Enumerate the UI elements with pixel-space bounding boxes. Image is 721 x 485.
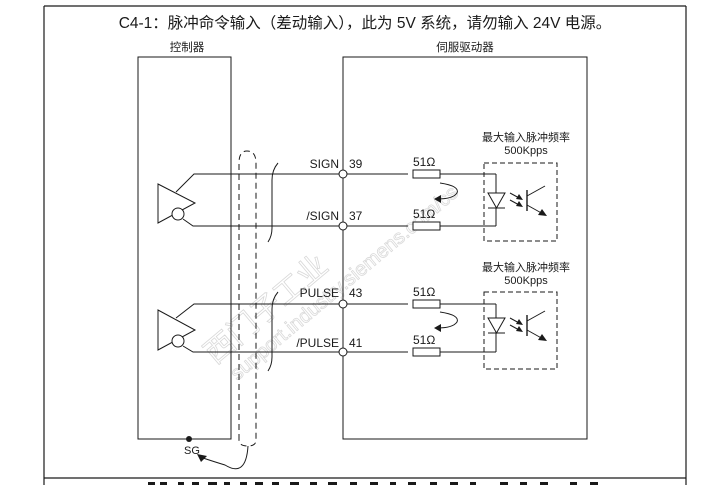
max-freq-label: 最大输入脉冲频率 bbox=[482, 260, 570, 274]
pin-41-terminal bbox=[338, 347, 348, 357]
inverter-bubble-icon bbox=[171, 207, 185, 221]
next-caption-fragment bbox=[148, 482, 598, 485]
controller-box bbox=[137, 56, 232, 440]
resistor-value: 51Ω bbox=[413, 207, 435, 221]
max-freq-value: 500Kpps bbox=[504, 145, 548, 157]
servo-drive-box bbox=[342, 56, 588, 440]
pin-43-terminal bbox=[338, 299, 348, 309]
signal-label: PULSE bbox=[300, 286, 339, 300]
resistor-value: 51Ω bbox=[413, 333, 435, 347]
resistor-value: 51Ω bbox=[413, 155, 435, 169]
pin-number: 37 bbox=[349, 209, 363, 223]
resistor bbox=[412, 169, 441, 179]
channel-sign: SIGN 39 /SIGN 37 51Ω 51Ω 最大输入脉冲频率 500Kpp… bbox=[157, 130, 570, 242]
sg-label: SG bbox=[184, 445, 200, 457]
led-icon bbox=[487, 317, 506, 335]
pin-number: 39 bbox=[349, 157, 363, 171]
resistor bbox=[412, 299, 441, 309]
led-icon bbox=[487, 192, 506, 210]
pin-39-terminal bbox=[338, 169, 348, 179]
resistor bbox=[412, 221, 441, 231]
twisted-pair-markers bbox=[267, 162, 279, 372]
signal-label: SIGN bbox=[310, 157, 339, 171]
ground-arrow-icon bbox=[197, 454, 207, 462]
diagram-title: C4-1：脉冲命令输入（差动输入），此为 5V 系统，请勿输入 24V 电源。 bbox=[119, 14, 612, 32]
pin-number: 41 bbox=[349, 336, 363, 350]
current-loop-arrow-icon bbox=[436, 182, 458, 200]
optocoupler-box bbox=[483, 162, 558, 242]
channel-pulse: PULSE 43 /PULSE 41 51Ω 51Ω 最大输入脉冲频率 500K… bbox=[157, 260, 570, 370]
signal-label: /PULSE bbox=[296, 336, 339, 350]
inverter-bubble-icon bbox=[171, 334, 185, 348]
emitter-arrow-icon bbox=[538, 334, 547, 341]
max-freq-label: 最大输入脉冲频率 bbox=[482, 130, 570, 144]
pin-number: 43 bbox=[349, 286, 363, 300]
ground-wire bbox=[199, 445, 249, 470]
current-loop-arrow-icon bbox=[436, 311, 458, 329]
resistor bbox=[412, 347, 441, 357]
servo-drive-label: 伺服驱动器 bbox=[436, 41, 494, 54]
outer-frame bbox=[43, 5, 687, 485]
sg-terminal-dot bbox=[186, 436, 192, 442]
shielded-cable bbox=[238, 150, 257, 447]
signal-label: /SIGN bbox=[306, 209, 339, 223]
emitter-arrow-icon bbox=[538, 209, 547, 216]
optocoupler-box bbox=[483, 291, 558, 370]
max-freq-value: 500Kpps bbox=[504, 275, 548, 287]
resistor-value: 51Ω bbox=[413, 285, 435, 299]
controller-label: 控制器 bbox=[170, 40, 205, 54]
pin-37-terminal bbox=[338, 221, 348, 231]
